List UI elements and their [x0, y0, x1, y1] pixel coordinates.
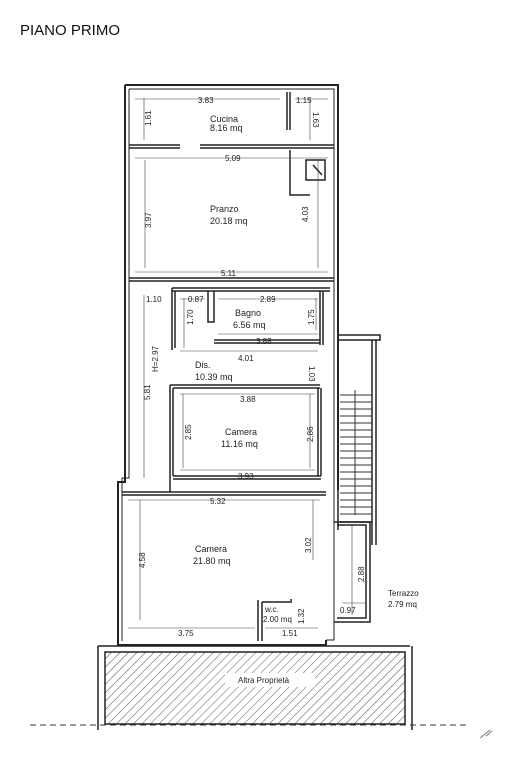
dim-label: 2.86 [306, 426, 315, 442]
dim-label: 3.83 [198, 96, 214, 105]
room-name-camera-2: Camera [195, 544, 227, 554]
dim-label: 4.58 [138, 552, 147, 568]
room-area-terrazzo: 2.79 mq [388, 600, 417, 609]
terrace-outline [334, 521, 371, 623]
dim-label: 3.02 [304, 537, 313, 553]
room-name-terrazzo: Terrazzo [388, 589, 419, 598]
room-area-dis: 10.39 mq [195, 372, 233, 382]
dim-label: 1.03 [307, 366, 316, 382]
room-area-camera-2: 21.80 mq [193, 556, 231, 566]
room-area-camera-1: 11.16 mq [221, 439, 258, 449]
dim-label: 3.88 [240, 395, 256, 404]
staircase [340, 390, 372, 515]
dim-label: 1.63 [311, 112, 320, 128]
room-labels: Cucina 8.16 mq Pranzo 20.18 mq Bagno 6.5… [193, 114, 419, 685]
dim-label: 5.09 [225, 154, 241, 163]
outer-walls [117, 84, 339, 646]
room-area-cucina: 8.16 mq [210, 123, 243, 133]
dim-label: 1.61 [144, 110, 153, 126]
dim-label: 1.75 [307, 309, 316, 325]
room-area-wc: 2.00 mq [263, 615, 292, 624]
room-name-dis: Dis. [195, 360, 211, 370]
room-name-wc: w.c. [264, 605, 279, 614]
dim-label: 3.97 [144, 212, 153, 228]
corner-mark [479, 729, 493, 739]
room-area-pranzo: 20.18 mq [210, 216, 248, 226]
dim-label: 4.01 [238, 354, 254, 363]
dim-label: 3.88 [256, 337, 272, 346]
room-area-bagno: 6.56 mq [233, 320, 266, 330]
room-name-camera-1: Camera [225, 427, 257, 437]
dim-label: 1.70 [186, 309, 195, 325]
dim-label: 5.11 [221, 269, 237, 278]
interior-walls [122, 92, 381, 641]
dimension-lines [128, 98, 366, 629]
room-name-pranzo: Pranzo [210, 204, 239, 214]
dim-label: 0.87 [188, 295, 204, 304]
dim-label: 3.75 [178, 629, 194, 638]
dimension-labels: 3.83 1.15 5.09 5.11 1.10 0.87 2.89 3.88 … [146, 96, 356, 638]
dim-label: 4.03 [301, 206, 310, 222]
dim-label: 1.15 [296, 96, 312, 105]
neighbour-property-label: Altra Proprietà [238, 676, 290, 685]
vertical-dimension-labels: 1.61 1.63 3.97 4.03 1.70 1.75 1.03 H=2.9… [138, 110, 366, 624]
dim-label: 0.97 [340, 606, 356, 615]
plan-title: PIANO PRIMO [20, 22, 121, 39]
dim-label: 3.93 [238, 472, 254, 481]
dim-label: 2.88 [357, 566, 366, 582]
room-name-cucina: Cucina [210, 114, 238, 124]
neighbour-property [97, 645, 413, 730]
room-name-bagno: Bagno [235, 308, 261, 318]
dim-label: 2.89 [260, 295, 276, 304]
dim-label: 2.85 [184, 424, 193, 440]
ceiling-height-label: H=2.97 [151, 345, 160, 372]
dim-label: 1.32 [297, 608, 306, 624]
dim-label: 5.32 [210, 497, 226, 506]
dim-label: 1.10 [146, 295, 162, 304]
dim-label: 1.51 [282, 629, 298, 638]
dim-label: 5.81 [143, 384, 152, 400]
